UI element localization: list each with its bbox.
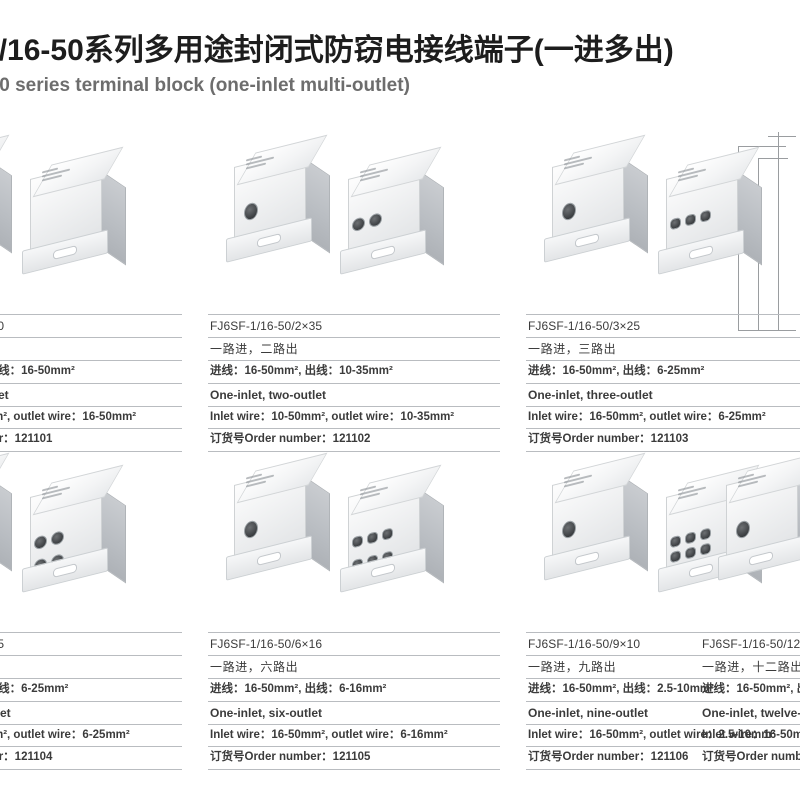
product-cell[interactable]: FJ6SF-1/16-50/6×16 一路进，六路出 进线：16-50mm², … — [208, 446, 516, 770]
product-cell[interactable]: FJ6SF-1/16-50/2×35 一路进，二路出 进线：16-50mm², … — [208, 128, 516, 452]
product-desc-chinese: 一路进，一路出 — [0, 337, 182, 360]
product-wire-chinese: 进线：16-50mm², 出线：2.5-10mm² — [526, 678, 800, 701]
terminal-block-photo-side — [12, 146, 130, 286]
terminal-block-photo-outlet-face — [648, 146, 766, 286]
product-desc-chinese: 一路进，四路出 — [0, 655, 182, 678]
product-wire-chinese: 进线：16-50mm², 出线：6-16mm² — [208, 678, 500, 701]
product-desc-english: One-inlet, twelve-outlet — [700, 700, 800, 724]
product-grid: FJ6SF-1/16-50/1×50 一路进，一路出 进线：16-50mm², … — [0, 128, 800, 770]
product-desc-english: One-inlet, nine-outlet — [526, 700, 800, 724]
product-wire-chinese: 进线：16-50mm², 出线：6-25mm² — [526, 360, 800, 383]
product-photos — [0, 128, 198, 310]
product-model: FJ6SF-1/16-50/12×10 — [700, 632, 800, 655]
product-desc-english: One-inlet, two-outlet — [208, 382, 500, 406]
product-desc-english: One-inlet, one-outlet — [0, 382, 182, 406]
product-desc-english: One-inlet, three-outlet — [526, 382, 800, 406]
product-desc-chinese: 一路进，二路出 — [208, 337, 500, 360]
product-order-number: 订货号Order number：121104 — [0, 746, 182, 770]
product-wire-chinese: 进线：16-50mm², 出线：6-25mm² — [0, 678, 182, 701]
terminal-block-photo-angled — [216, 452, 334, 592]
product-photos — [700, 446, 800, 628]
product-wire-chinese: 进线：16-50mm², 出线：10-35mm² — [208, 360, 500, 383]
terminal-block-photo-angled — [534, 134, 652, 274]
product-spec-table: FJ6SF-1/16-50/2×35 一路进，二路出 进线：16-50mm², … — [208, 314, 500, 452]
product-order-number: 订货号Order number：121105 — [208, 746, 500, 770]
product-cell[interactable]: FJ6SF-1/16-50/3×25 一路进，三路出 进线：16-50mm², … — [526, 128, 800, 452]
product-desc-chinese: 一路进，九路出 — [526, 655, 800, 678]
product-spec-table: FJ6SF-1/16-50/9×10 一路进，九路出 进线：16-50mm², … — [526, 632, 800, 770]
product-order-number: 订货号Order number：121101 — [0, 428, 182, 452]
product-order-number: 订货号Order number：121107 — [700, 746, 800, 770]
product-order-number: 订货号Order number：121103 — [526, 428, 800, 452]
product-spec-table: FJ6SF-1/16-50/4×25 一路进，四路出 进线：16-50mm², … — [0, 632, 182, 770]
product-row: FJ6SF-1/16-50/4×25 一路进，四路出 进线：16-50mm², … — [0, 446, 800, 770]
product-model: FJ6SF-1/16-50/4×25 — [0, 632, 182, 655]
dimension-tick-top-outer — [738, 146, 786, 147]
page-title-chinese: FJ6SF-1/16-50系列多用途封闭式防窃电接线端子(一进多出) — [0, 34, 674, 67]
product-desc-chinese: 一路进，三路出 — [526, 337, 800, 360]
dimension-tick-top-inner — [758, 158, 788, 159]
product-model: FJ6SF-1/16-50/1×50 — [0, 314, 182, 337]
product-wire-english: Inlet wire：16-50mm², outlet wire：16-50mm… — [0, 405, 182, 429]
product-spec-table: FJ6SF-1/16-50/1×50 一路进，一路出 进线：16-50mm², … — [0, 314, 182, 452]
product-wire-chinese: 进线：16-50mm², 出线：16-50mm² — [0, 360, 182, 383]
product-cell[interactable]: FJ6SF-1/16-50/1×50 一路进，一路出 进线：16-50mm², … — [0, 128, 198, 452]
product-wire-chinese: 进线：16-50mm², 出线：2.5-10mm² — [700, 678, 800, 701]
product-desc-chinese: 一路进，六路出 — [208, 655, 500, 678]
product-wire-english: Inlet wire：16-50mm², outlet wire：2.5-10m… — [700, 723, 800, 747]
product-photos — [208, 446, 516, 628]
product-wire-english: Inlet wire：16-50mm², outlet wire：6-16mm² — [208, 723, 500, 747]
product-photos — [208, 128, 516, 310]
product-cell[interactable]: FJ6SF-1/16-50/9×10 一路进，九路出 进线：16-50mm², … — [526, 446, 800, 770]
drawing-top-edge — [768, 136, 796, 137]
terminal-block-photo-outlet-face — [330, 146, 448, 286]
product-wire-english: Inlet wire：16-50mm², outlet wire：6-25mm² — [526, 405, 800, 429]
product-model: FJ6SF-1/16-50/2×35 — [208, 314, 500, 337]
dimension-tick-bottom — [738, 330, 796, 331]
product-model: FJ6SF-1/16-50/6×16 — [208, 632, 500, 655]
product-model: FJ6SF-1/16-50/3×25 — [526, 314, 800, 337]
terminal-block-photo-outlet-face — [12, 464, 130, 604]
product-row: FJ6SF-1/16-50/1×50 一路进，一路出 进线：16-50mm², … — [0, 128, 800, 452]
product-desc-chinese: 一路进，十二路出 — [700, 655, 800, 678]
terminal-block-photo-outlet-face — [330, 464, 448, 604]
drawing-edge-line — [778, 132, 779, 330]
page-title-english: FJ6SF-1/16-50 series terminal block (one… — [0, 74, 410, 96]
product-cell[interactable]: FJ6SF-1/16-50/4×25 一路进，四路出 进线：16-50mm², … — [0, 446, 198, 770]
product-photos — [526, 128, 800, 310]
page-header: FJ6SF-1/16-50系列多用途封闭式防窃电接线端子(一进多出) FJ6SF… — [0, 34, 674, 96]
product-cell[interactable]: FJ6SF-1/16-50/12×10 一路进，十二路出 进线：16-50mm²… — [700, 446, 800, 770]
product-spec-table: FJ6SF-1/16-50/6×16 一路进，六路出 进线：16-50mm², … — [208, 632, 500, 770]
product-wire-english: Inlet wire：16-50mm², outlet wire：6-25mm² — [0, 723, 182, 747]
product-photos — [0, 446, 198, 628]
product-desc-english: One-inlet, six-outlet — [208, 700, 500, 724]
terminal-block-photo-angled — [708, 452, 800, 592]
terminal-block-photo-angled — [216, 134, 334, 274]
product-spec-table: FJ6SF-1/16-50/12×10 一路进，十二路出 进线：16-50mm²… — [700, 632, 800, 770]
product-spec-table: FJ6SF-1/16-50/3×25 一路进，三路出 进线：16-50mm², … — [526, 314, 800, 452]
product-wire-english: Inlet wire：16-50mm², outlet wire：2.5-10m… — [526, 723, 800, 747]
product-order-number: 订货号Order number：121102 — [208, 428, 500, 452]
product-wire-english: Inlet wire：10-50mm², outlet wire：10-35mm… — [208, 405, 500, 429]
terminal-block-photo-angled — [534, 452, 652, 592]
product-order-number: 订货号Order number：121106 — [526, 746, 800, 770]
product-model: FJ6SF-1/16-50/9×10 — [526, 632, 800, 655]
product-desc-english: One-inlet, four-outlet — [0, 700, 182, 724]
